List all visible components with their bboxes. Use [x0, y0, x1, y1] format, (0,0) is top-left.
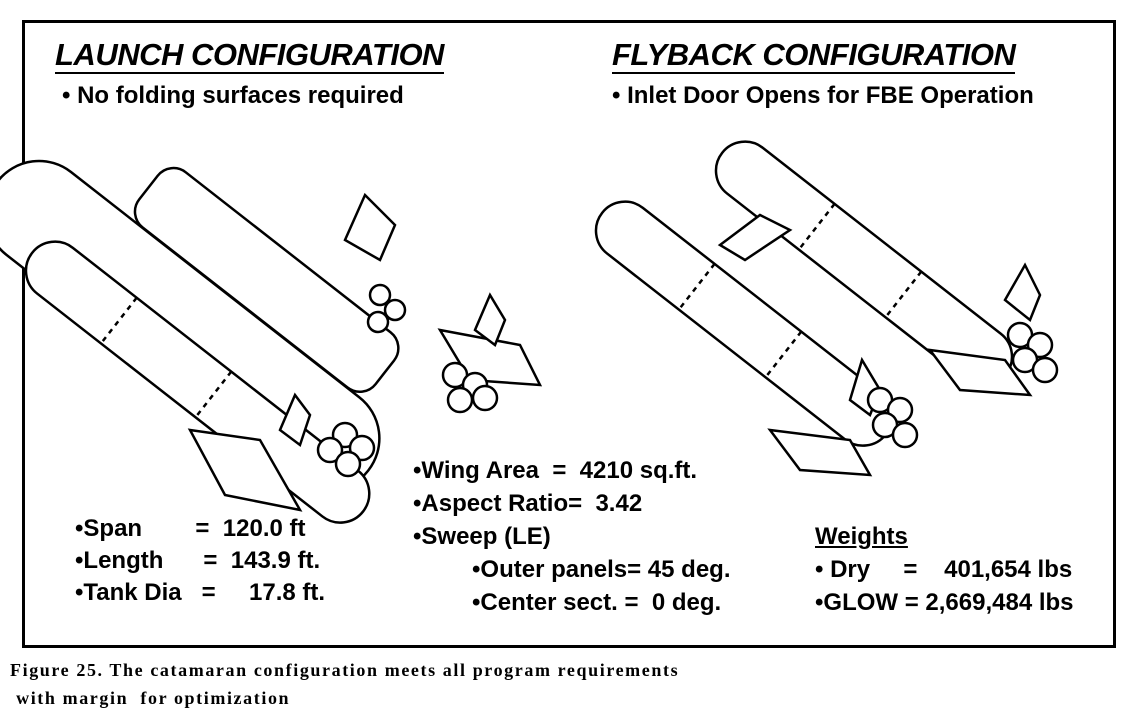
wing-area-spec: •Wing Area = 4210 sq.ft.: [413, 457, 698, 484]
center-section-spec: •Center sect. = 0 deg.: [472, 589, 722, 616]
booster-left: [24, 240, 371, 524]
wing-right: [927, 348, 1033, 397]
length-spec: •Length = 143.9 ft.: [75, 547, 321, 574]
flyback-config-title: FLYBACK CONFIGURATION: [612, 37, 1016, 74]
launch-config-note: • No folding surfaces required: [62, 82, 404, 109]
tail-fin: [343, 192, 397, 262]
span-spec: •Span = 120.0 ft: [75, 515, 306, 542]
orbiter: [133, 166, 400, 394]
figure-caption-line-1: Figure 25. The catamaran configuration m…: [10, 660, 680, 680]
tail-fin: [1003, 262, 1042, 323]
outer-panels-spec: •Outer panels= 45 deg.: [472, 556, 731, 583]
glow-weight-spec: •GLOW = 2,669,484 lbs: [815, 589, 1074, 616]
aspect-ratio-spec: •Aspect Ratio= 3.42: [413, 490, 643, 517]
tank-dia-spec: •Tank Dia = 17.8 ft.: [75, 579, 326, 606]
flyback-config-note: • Inlet Door Opens for FBE Operation: [612, 82, 1034, 109]
flyback-configuration-drawing: [594, 140, 1059, 477]
sweep-spec: •Sweep (LE): [413, 523, 551, 550]
weights-heading: Weights: [815, 523, 908, 550]
engine-cluster: [866, 321, 1059, 449]
launch-configuration-drawing: [0, 159, 543, 524]
dry-weight-spec: • Dry = 401,654 lbs: [815, 556, 1073, 583]
wing-left: [187, 428, 303, 512]
figure-caption-line-2: with margin for optimization: [10, 688, 291, 708]
engine-cluster: [316, 283, 499, 478]
launch-config-title: LAUNCH CONFIGURATION: [55, 37, 444, 74]
wing-left: [767, 428, 873, 477]
tail-fin: [278, 392, 312, 448]
inlet-door: [717, 213, 793, 262]
figure-frame: [22, 20, 1116, 648]
